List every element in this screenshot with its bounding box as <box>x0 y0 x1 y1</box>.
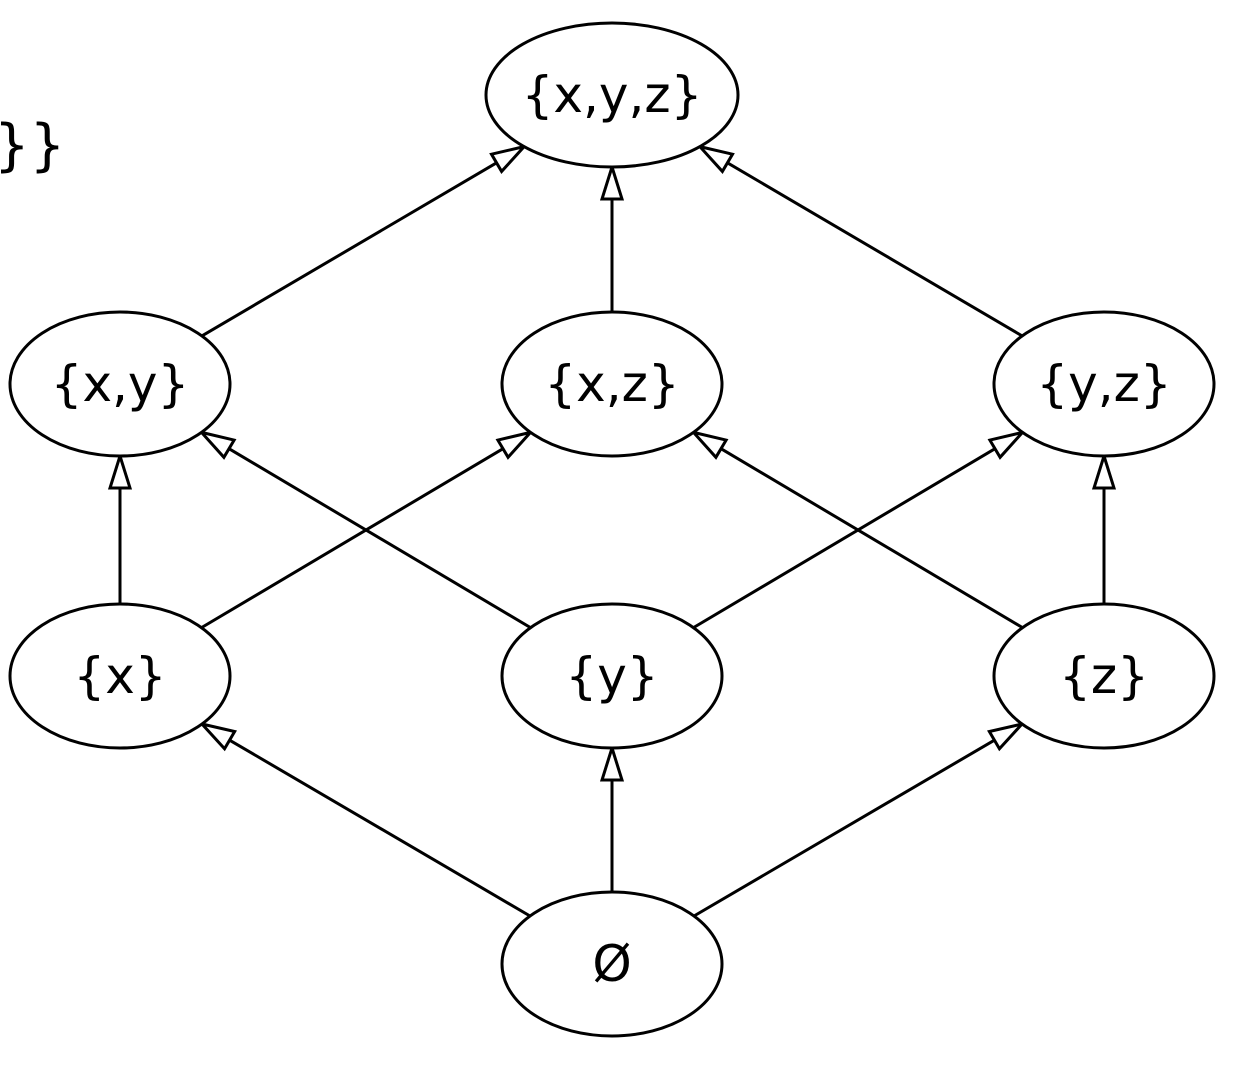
arrowhead-yz-to-xyz <box>695 144 735 174</box>
arrowhead-z-to-xz <box>689 429 729 460</box>
edge-xy-to-xyz <box>201 161 498 338</box>
arrowhead-empty-to-y <box>599 742 625 782</box>
node-label-xy: {x,y} <box>51 355 190 413</box>
arrowhead-y-to-yz <box>987 429 1027 460</box>
arrowhead-x-to-xy <box>107 450 133 490</box>
node-ellipse-x <box>8 602 232 750</box>
node-xz: {x,z} <box>500 310 724 458</box>
node-ellipse-z <box>992 602 1216 750</box>
node-ellipse-xy <box>8 310 232 458</box>
node-ellipse-yz <box>992 310 1216 458</box>
node-label-x: {x} <box>73 647 166 705</box>
arrowhead-empty-to-x <box>197 721 237 752</box>
node-label-empty: Ø <box>592 935 631 993</box>
node-ellipse-xz <box>500 310 724 458</box>
arrowhead-z-to-yz <box>1091 450 1117 490</box>
node-y: {y} <box>500 602 724 750</box>
arrowhead-xy-to-xyz <box>489 144 529 174</box>
edge-y-to-yz <box>692 447 996 629</box>
node-yz: {y,z} <box>992 310 1216 458</box>
node-xy: {x,y} <box>8 310 232 458</box>
node-ellipse-y <box>500 602 724 750</box>
node-label-y: {y} <box>565 647 658 705</box>
node-label-xz: {x,z} <box>544 355 679 413</box>
edge-y-to-xy <box>228 447 532 629</box>
edge-x-to-xz <box>200 447 504 629</box>
edge-empty-to-x <box>228 738 531 918</box>
node-xyz: {x,y,z} <box>484 21 740 169</box>
node-x: {x} <box>8 602 232 750</box>
node-label-yz: {y,z} <box>1036 355 1171 413</box>
node-ellipse-xyz <box>484 21 740 169</box>
arrowhead-empty-to-z <box>987 721 1027 752</box>
node-label-z: {z} <box>1059 647 1149 705</box>
cropped-text-fragment: }} <box>0 113 65 178</box>
arrowhead-xz-to-xyz <box>599 161 625 201</box>
arrowhead-y-to-xy <box>197 429 237 460</box>
node-z: {z} <box>992 602 1216 750</box>
nodes-layer: {x,y,z} {x,y} {x,z} {y,z} {x} {y} {z} Ø <box>8 21 1216 1038</box>
edge-yz-to-xyz <box>726 161 1023 338</box>
arrowhead-x-to-xz <box>495 429 535 460</box>
node-empty: Ø <box>500 890 724 1038</box>
edge-z-to-xz <box>720 447 1024 629</box>
node-label-xyz: {x,y,z} <box>522 66 703 124</box>
edges-layer <box>107 144 1117 918</box>
edge-empty-to-z <box>693 738 996 918</box>
node-ellipse-empty <box>500 890 724 1038</box>
